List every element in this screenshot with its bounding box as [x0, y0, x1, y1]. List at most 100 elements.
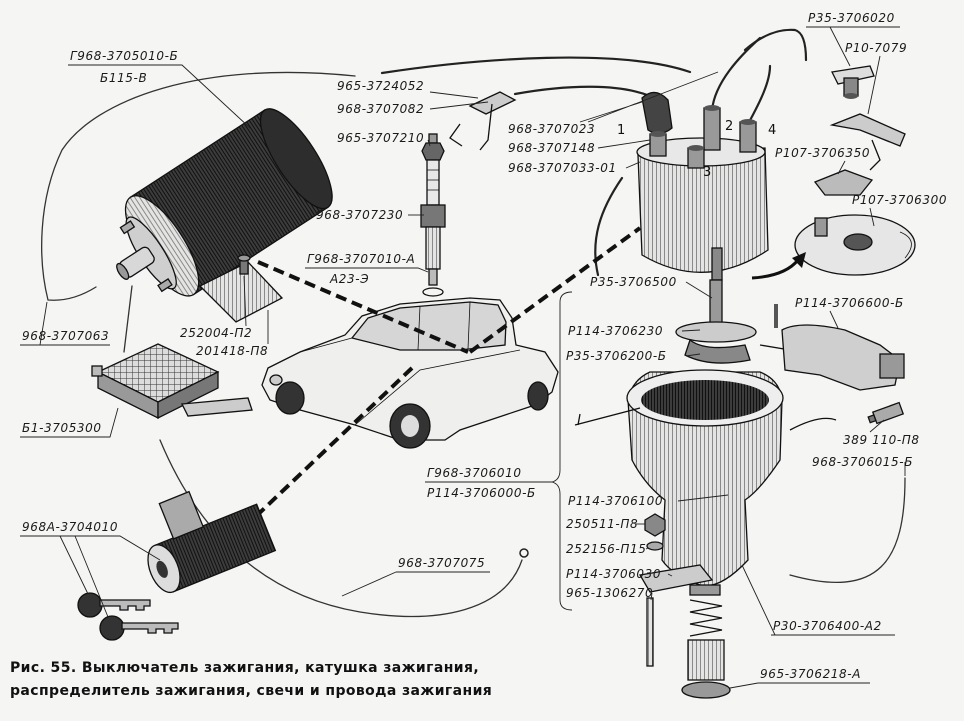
label-weights: Р35-3706200-Б: [566, 349, 667, 363]
label-vacuum-unit: Р114-3706600-Б: [795, 296, 904, 310]
coupling-spring: [689, 599, 723, 637]
part-labels: Г968-3705010-Б Б115-В 965-3724052 968-37…: [22, 11, 947, 681]
label-stud: 965-1306270: [566, 586, 653, 600]
key-icon: [99, 615, 125, 641]
vacuum-diaphragm: [781, 324, 901, 391]
screw: [774, 304, 778, 328]
leader-washer-252156: [645, 547, 649, 550]
leader-plug-nut: [427, 139, 431, 147]
location-line-distributor: [468, 226, 642, 354]
octane-plate: [638, 564, 714, 593]
cap-tower-1: [649, 133, 667, 157]
weights: [684, 338, 751, 364]
leader-switch: [20, 535, 161, 618]
cap-number-2: 2: [725, 119, 733, 134]
seal-ring: [681, 681, 731, 699]
caption-line-2: распределитель зажигания, свечи и провод…: [10, 683, 492, 699]
leader-lt-wire: [20, 301, 110, 346]
cap-shell: [637, 147, 769, 273]
label-vacuum-hose: 968-3706015-Б: [812, 455, 913, 469]
leader-coupling: [741, 564, 895, 636]
key-blade: [99, 599, 151, 611]
wire-coil-commutator: [123, 285, 133, 353]
label-commutator: Б1-3705300: [22, 421, 102, 435]
label-ring: 965-3706218-А: [760, 667, 861, 681]
leader-boot: [579, 71, 719, 123]
location-lines: [248, 226, 642, 524]
spring-clip-left: [574, 407, 641, 426]
wire-top-loop: [743, 28, 808, 62]
car-body-lines: [299, 301, 521, 426]
shaft-collar: [689, 584, 721, 596]
spring-clip-right: [789, 417, 837, 431]
vacuum-hose: [789, 477, 906, 584]
leader-octane-plate: [667, 573, 673, 577]
breaker-plate-hole: [843, 233, 873, 251]
cap-tower-socket: [650, 131, 666, 137]
leader-contact-spring: [867, 55, 881, 115]
cap-tower-socket: [740, 119, 756, 125]
plug-gasket: [422, 287, 444, 297]
label-spark-plug-part: Г968-3707010-А: [307, 252, 415, 266]
label-switch-wire: 968-3707075: [398, 556, 485, 570]
leader-contacts: [837, 160, 846, 175]
location-line-coil: [257, 260, 469, 354]
label-distributor-part: Г968-3706010: [427, 466, 522, 480]
commutator-bracket: [180, 397, 253, 417]
label-octane-plate: Р114-3706030: [566, 567, 661, 581]
leader-weights: [685, 353, 701, 357]
fitting-tip: [867, 414, 877, 424]
caption-line-1: Рис. 55. Выключатель зажигания, катушка …: [10, 660, 479, 676]
figure-caption: Рис. 55. Выключатель зажигания, катушка …: [10, 660, 492, 699]
breaker-plate-wire: [899, 231, 912, 259]
breaker-plate: [794, 214, 916, 276]
label-rotor: Р35-3706020: [808, 11, 895, 25]
commutator-connector: [91, 365, 103, 377]
coil-bracket: [198, 254, 284, 323]
wire-tower-2: [710, 36, 762, 112]
washer: [646, 541, 664, 551]
commutator-side: [157, 370, 219, 420]
label-wire-148: 968-3707148: [508, 141, 595, 155]
distributor-brace: [551, 291, 573, 611]
wire-plug: [513, 85, 652, 98]
ignition-switch: [147, 490, 277, 594]
coil-hv-socket: [116, 262, 130, 280]
leader-rotor: [806, 26, 900, 67]
contact-spring: [869, 139, 881, 171]
switch-contact-block: [158, 490, 205, 540]
rotor-base: [844, 93, 858, 99]
wire-hv-central: [380, 56, 692, 75]
nut: [644, 513, 666, 537]
keyhole-icon: [156, 560, 168, 578]
cap-number-1: 1: [617, 123, 625, 138]
leader-washer: [243, 275, 247, 327]
label-plug-cap: 968-3707230: [316, 208, 403, 222]
connector-pin: [479, 103, 493, 151]
leader-vacuum-unit: [829, 310, 839, 329]
label-hv-wire-central: 965-3724052: [337, 79, 424, 93]
car-windows: [350, 301, 507, 351]
plug-terminal: [428, 133, 438, 144]
distributor-cap: [636, 105, 769, 281]
connector-clip: [449, 123, 463, 147]
label-nut: 250511-П8: [566, 517, 638, 531]
label-housing: Р114-3706100: [568, 494, 663, 508]
leader-lines: [20, 26, 906, 689]
car-headlight: [269, 374, 283, 386]
keys: [77, 592, 179, 641]
leader-cap: [685, 281, 713, 299]
breaker-contacts: [813, 113, 906, 196]
label-lt-wire: 968-3707063: [22, 329, 109, 343]
car-wheel-hub: [401, 415, 419, 437]
arrow-curve: [751, 259, 800, 280]
label-contacts: Р107-3706350: [775, 146, 870, 160]
label-switch: 968А-3704010: [22, 520, 118, 534]
cap-tower-2: [703, 107, 721, 151]
label-distributor-model: Р114-3706000-Б: [427, 486, 536, 500]
leader-cam: [681, 329, 701, 332]
leader-breaker-plate: [869, 207, 875, 227]
label-wire-033: 968-3707033-01: [508, 161, 617, 175]
plug-tip: [428, 268, 438, 286]
vacuum-nipple: [879, 353, 905, 379]
